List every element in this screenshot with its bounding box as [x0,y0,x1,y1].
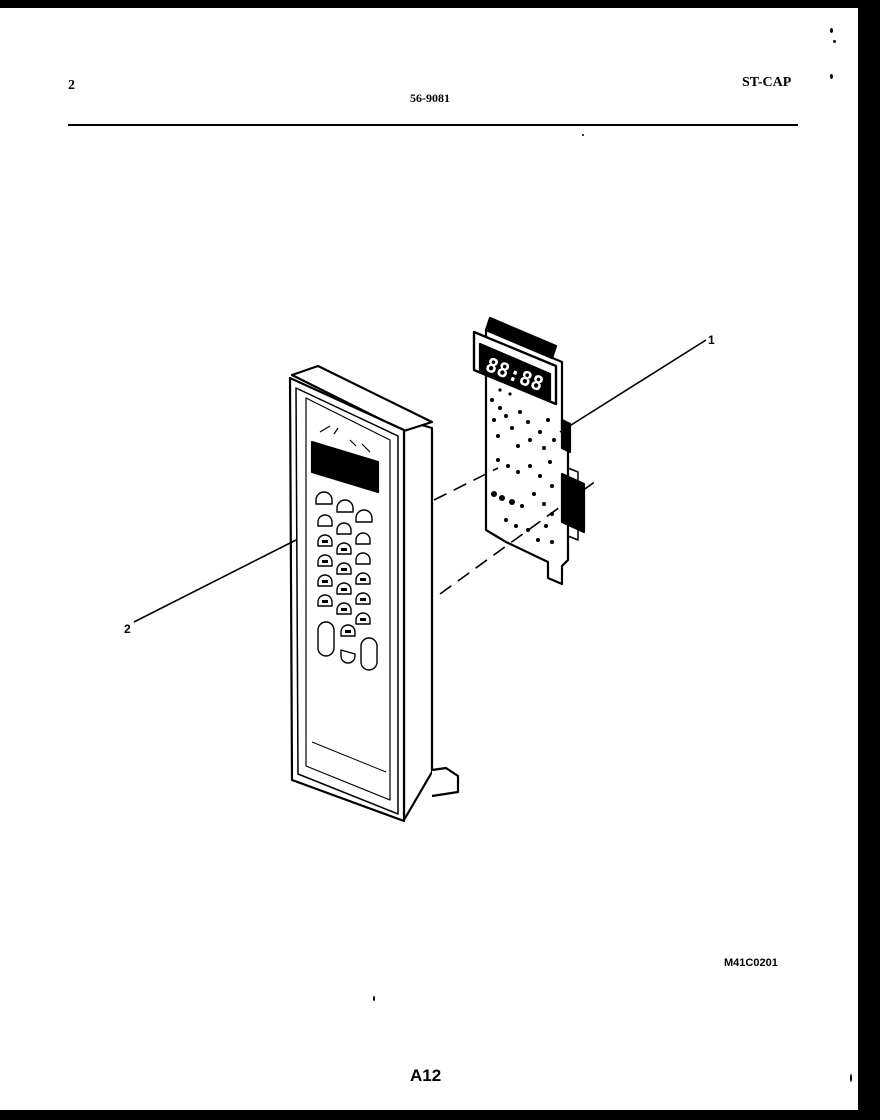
keypad-buttons [315,491,378,671]
control-panel-drawing [288,364,460,823]
section-number: 2 [68,78,75,93]
callout-2: 2 [124,622,131,636]
assembly-lines [433,467,601,595]
scan-speck [850,1074,852,1082]
scan-speck [373,996,375,1001]
leader-lines [133,339,707,623]
board-components [490,388,556,544]
callout-1: 1 [708,333,715,347]
scan-speck [582,134,584,136]
page-number: A12 [410,1066,442,1085]
scan-speck [830,74,833,79]
model-code: ST-CAP [742,75,792,90]
scan-speck [830,28,833,33]
model-number: 56-9081 [410,91,450,105]
figure-code: M41C0201 [724,957,778,969]
header-rule [68,124,798,126]
keypad-button-marks [322,540,366,633]
scan-speck [833,40,836,43]
